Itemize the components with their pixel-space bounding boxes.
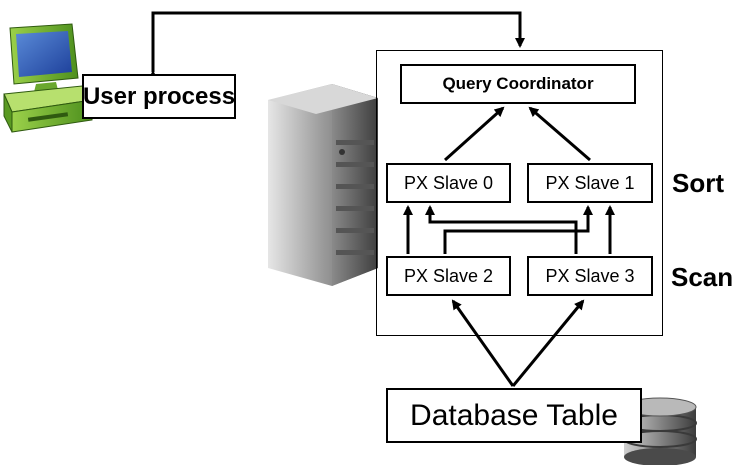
user-process-box: User process [82,74,236,119]
px-slave-0-label: PX Slave 0 [403,172,494,193]
user-process-label: User process [82,82,236,110]
px-slave-1-box: PX Slave 1 [527,163,653,203]
table-to-slave3-arrow [511,299,585,387]
query-coordinator-box: Query Coordinator [400,64,636,104]
px-slave-0-box: PX Slave 0 [386,163,511,203]
server-tower-icon [268,84,378,286]
sort-stage-label: Sort [672,168,724,198]
user-to-coordinator-arrow [148,11,525,80]
px-slave-3-box: PX Slave 3 [527,256,653,296]
slave2-to-slave1-arrow [443,205,593,254]
slave1-to-coordinator-arrow [528,106,591,162]
database-table-label: Database Table [410,398,618,432]
database-table-box: Database Table [386,388,642,443]
px-slave-1-label: PX Slave 1 [545,172,635,193]
computer-icon [3,23,93,133]
px-slave-2-label: PX Slave 2 [403,265,494,286]
slave3-to-slave0-arrow [425,205,578,254]
px-slave-3-label: PX Slave 3 [545,265,635,286]
scan-stage-label: Scan [671,262,733,292]
table-to-slave2-arrow [451,299,515,387]
slave0-to-coordinator-arrow [443,106,505,162]
query-coordinator-label: Query Coordinator [442,74,594,93]
px-slave-2-box: PX Slave 2 [386,256,511,296]
